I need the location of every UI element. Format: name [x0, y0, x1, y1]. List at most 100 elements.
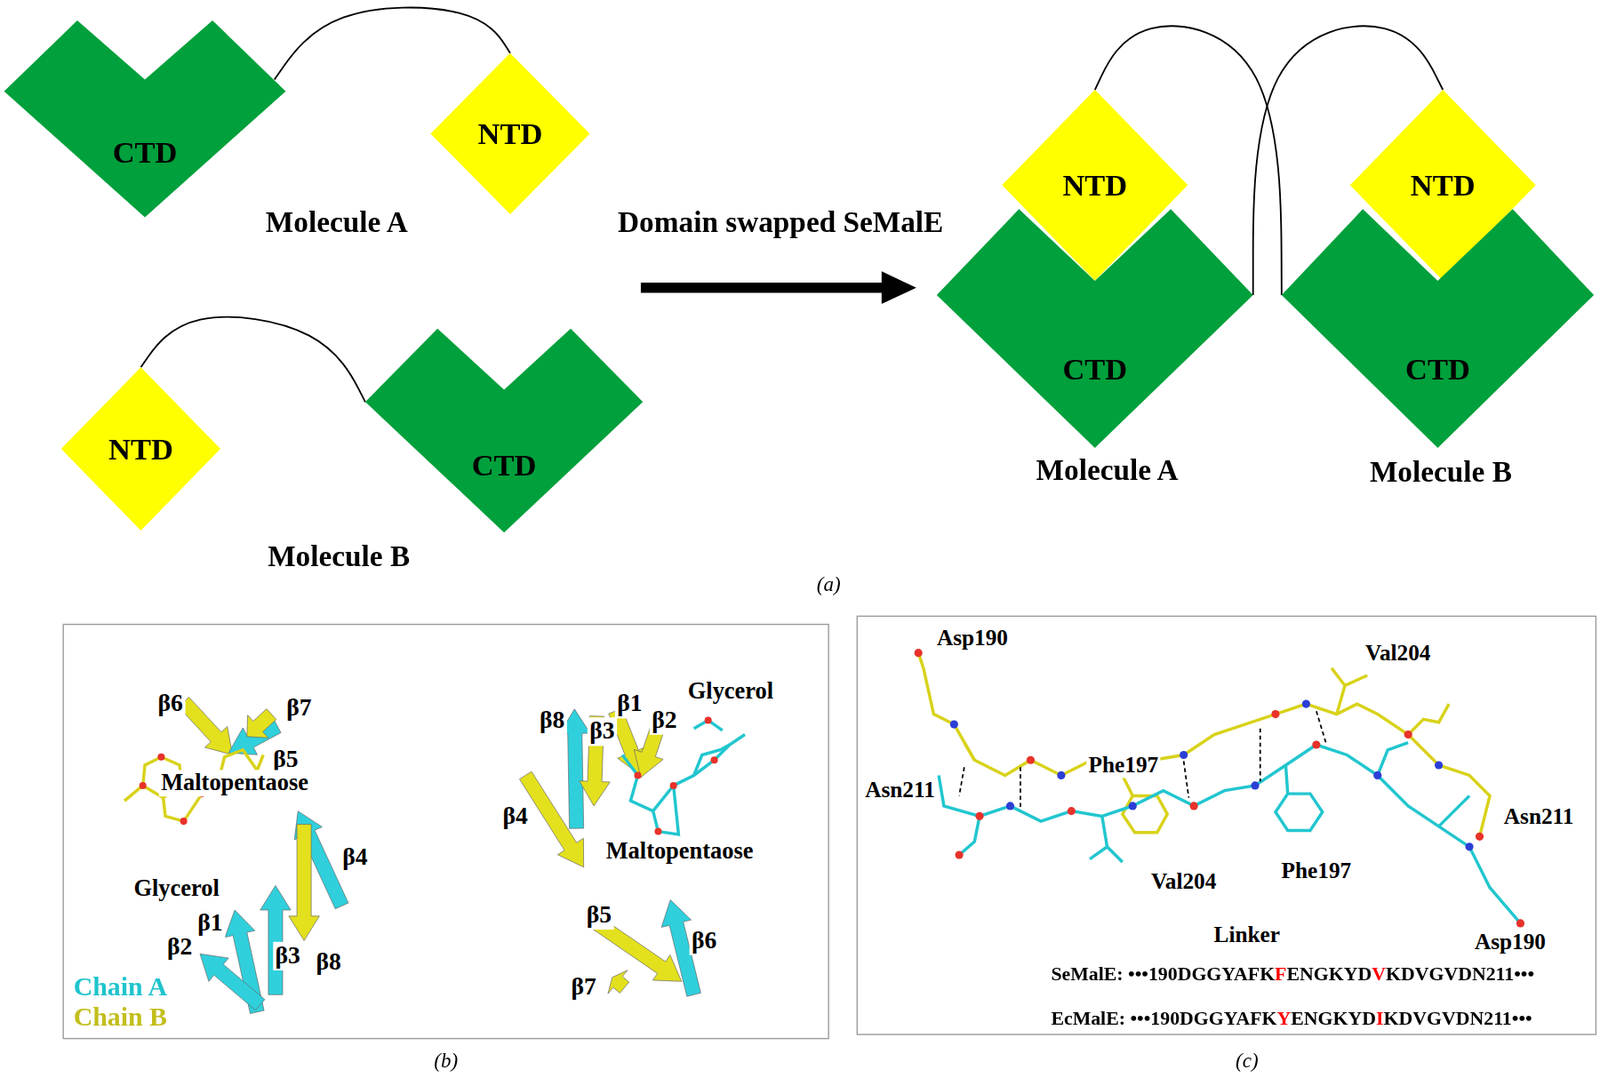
- side-chain: [1408, 704, 1449, 735]
- side-chain: [959, 816, 980, 856]
- shape-fill: [365, 328, 643, 534]
- annotation-label: β1: [615, 689, 645, 719]
- side-chain: [1331, 668, 1368, 715]
- arrow-head: [881, 271, 917, 304]
- annotation-label: Val204: [1149, 868, 1219, 895]
- ntd-diamond: NTD: [430, 53, 590, 215]
- sequence-text: ENGKYD: [1286, 963, 1372, 986]
- annotation-label: β4: [500, 802, 530, 832]
- side-chain: [1089, 816, 1123, 863]
- annotation-label: β8: [537, 706, 568, 736]
- side-chain: [1377, 743, 1408, 776]
- beta-strand: [608, 970, 630, 994]
- legend-text: Chain B: [73, 1001, 168, 1032]
- maltopentaose-sticks: [124, 720, 745, 835]
- annotation-label: Domain swapped SeMalE: [617, 205, 944, 240]
- annotation-label: β2: [649, 706, 680, 736]
- sequence-text: KDVGVDN211•••: [1384, 1007, 1533, 1030]
- swap-arrow: [640, 271, 917, 304]
- backbone-stick: [938, 744, 1520, 924]
- sequence-text: SeMalE: •••190DGGYAFK: [1050, 963, 1275, 986]
- side-chain: [964, 743, 975, 761]
- annotation-label: β1: [195, 909, 225, 938]
- sequence-row: SeMalE: •••190DGGYAFKFENGKYDVKDVGVDN211•…: [1050, 963, 1535, 986]
- beta-strand: [260, 885, 291, 995]
- panel-frame: [856, 616, 1596, 1035]
- oxygen-atoms: [139, 716, 719, 835]
- domain-label: CTD: [1405, 352, 1471, 387]
- annotation-label: β2: [165, 932, 195, 961]
- backbone-stick: [923, 668, 1490, 837]
- oxygen-atoms: [914, 648, 1525, 928]
- side-chain: [1122, 775, 1168, 832]
- panel-frame: [63, 624, 829, 1040]
- annotation-label: β6: [689, 927, 720, 956]
- linker-sticks: [918, 653, 1520, 924]
- annotation-label: Glycerol: [685, 678, 776, 705]
- annotation-label: Phe197: [1279, 857, 1353, 884]
- domain-label: NTD: [108, 432, 174, 467]
- annotation-label: Molecule B: [1369, 455, 1512, 489]
- hydrogen-bonds: [959, 711, 1327, 808]
- shape-outline: [365, 328, 643, 534]
- beta-strand: [288, 824, 320, 942]
- annotation-label: β7: [568, 973, 599, 1002]
- annotation-label: β5: [584, 901, 614, 930]
- domain-label: NTD: [1410, 168, 1476, 203]
- linker-curve: [274, 8, 511, 80]
- shape-fill: [430, 53, 590, 215]
- sequence-text: EcMalE: •••190DGGYAFK: [1050, 1007, 1277, 1030]
- domain-label: NTD: [1062, 168, 1128, 203]
- ligand-stick: [163, 793, 203, 822]
- sequence-text: V: [1371, 963, 1386, 986]
- annotation-label: Phe197: [1086, 752, 1160, 778]
- annotation-label: Val204: [1363, 640, 1433, 666]
- side-chain: [1275, 765, 1323, 831]
- annotation-label: β6: [155, 689, 185, 719]
- ntd-diamond: NTD: [61, 367, 221, 531]
- domain-label: CTD: [112, 135, 178, 170]
- annotation-label: β3: [587, 717, 617, 746]
- annotation-label: (c): [1235, 1049, 1258, 1073]
- shape-fill: [936, 208, 1254, 448]
- linker-curve: [140, 317, 366, 403]
- domain-label: CTD: [472, 448, 537, 483]
- beta-strand: [178, 696, 233, 755]
- annotation-label: β4: [340, 842, 370, 872]
- ligand-stick: [653, 785, 680, 835]
- ctd-chevron: CTD: [1281, 208, 1594, 448]
- domain-label: CTD: [1062, 352, 1128, 387]
- beta-strand: [247, 709, 277, 739]
- side-chain: [1439, 795, 1470, 826]
- shape-fill: [1281, 208, 1594, 448]
- beta-strand: [200, 953, 265, 1010]
- shape-outline: [1281, 208, 1594, 448]
- legend-text: Chain A: [73, 972, 168, 1002]
- annotation-label: Molecule A: [265, 205, 408, 240]
- legend-swatch: Chain B: [73, 1001, 168, 1032]
- annotation-label: (a): [816, 573, 841, 597]
- annotation-label: Asp190: [1472, 928, 1549, 955]
- sequence-text: F: [1274, 963, 1287, 986]
- annotation-label: β8: [313, 948, 344, 977]
- annotation-label: Molecule B: [267, 540, 410, 575]
- legend-swatch: Chain A: [73, 972, 168, 1003]
- annotation-label: β3: [272, 942, 303, 971]
- sequence-text: KDVGVDN211•••: [1385, 963, 1535, 986]
- shape-outline: [936, 208, 1254, 448]
- sequence-text: ENGKYD: [1290, 1007, 1376, 1030]
- sequence-text: I: [1376, 1007, 1384, 1030]
- sequence-text: Y: [1277, 1007, 1292, 1030]
- annotation-label: Asp190: [935, 624, 1011, 651]
- shape-outline: [4, 20, 287, 218]
- annotation-label: Linker: [1211, 921, 1282, 948]
- annotation-label: Asn211: [1502, 803, 1576, 830]
- ctd-chevron: CTD: [936, 208, 1254, 448]
- annotation-label: Molecule A: [1036, 453, 1179, 488]
- shape-fill: [61, 367, 221, 531]
- nitrogen-atoms: [950, 700, 1474, 852]
- annotation-label: Glycerol: [131, 875, 222, 903]
- arrow-shaft: [640, 282, 887, 293]
- ctd-chevron: CTD: [365, 328, 643, 534]
